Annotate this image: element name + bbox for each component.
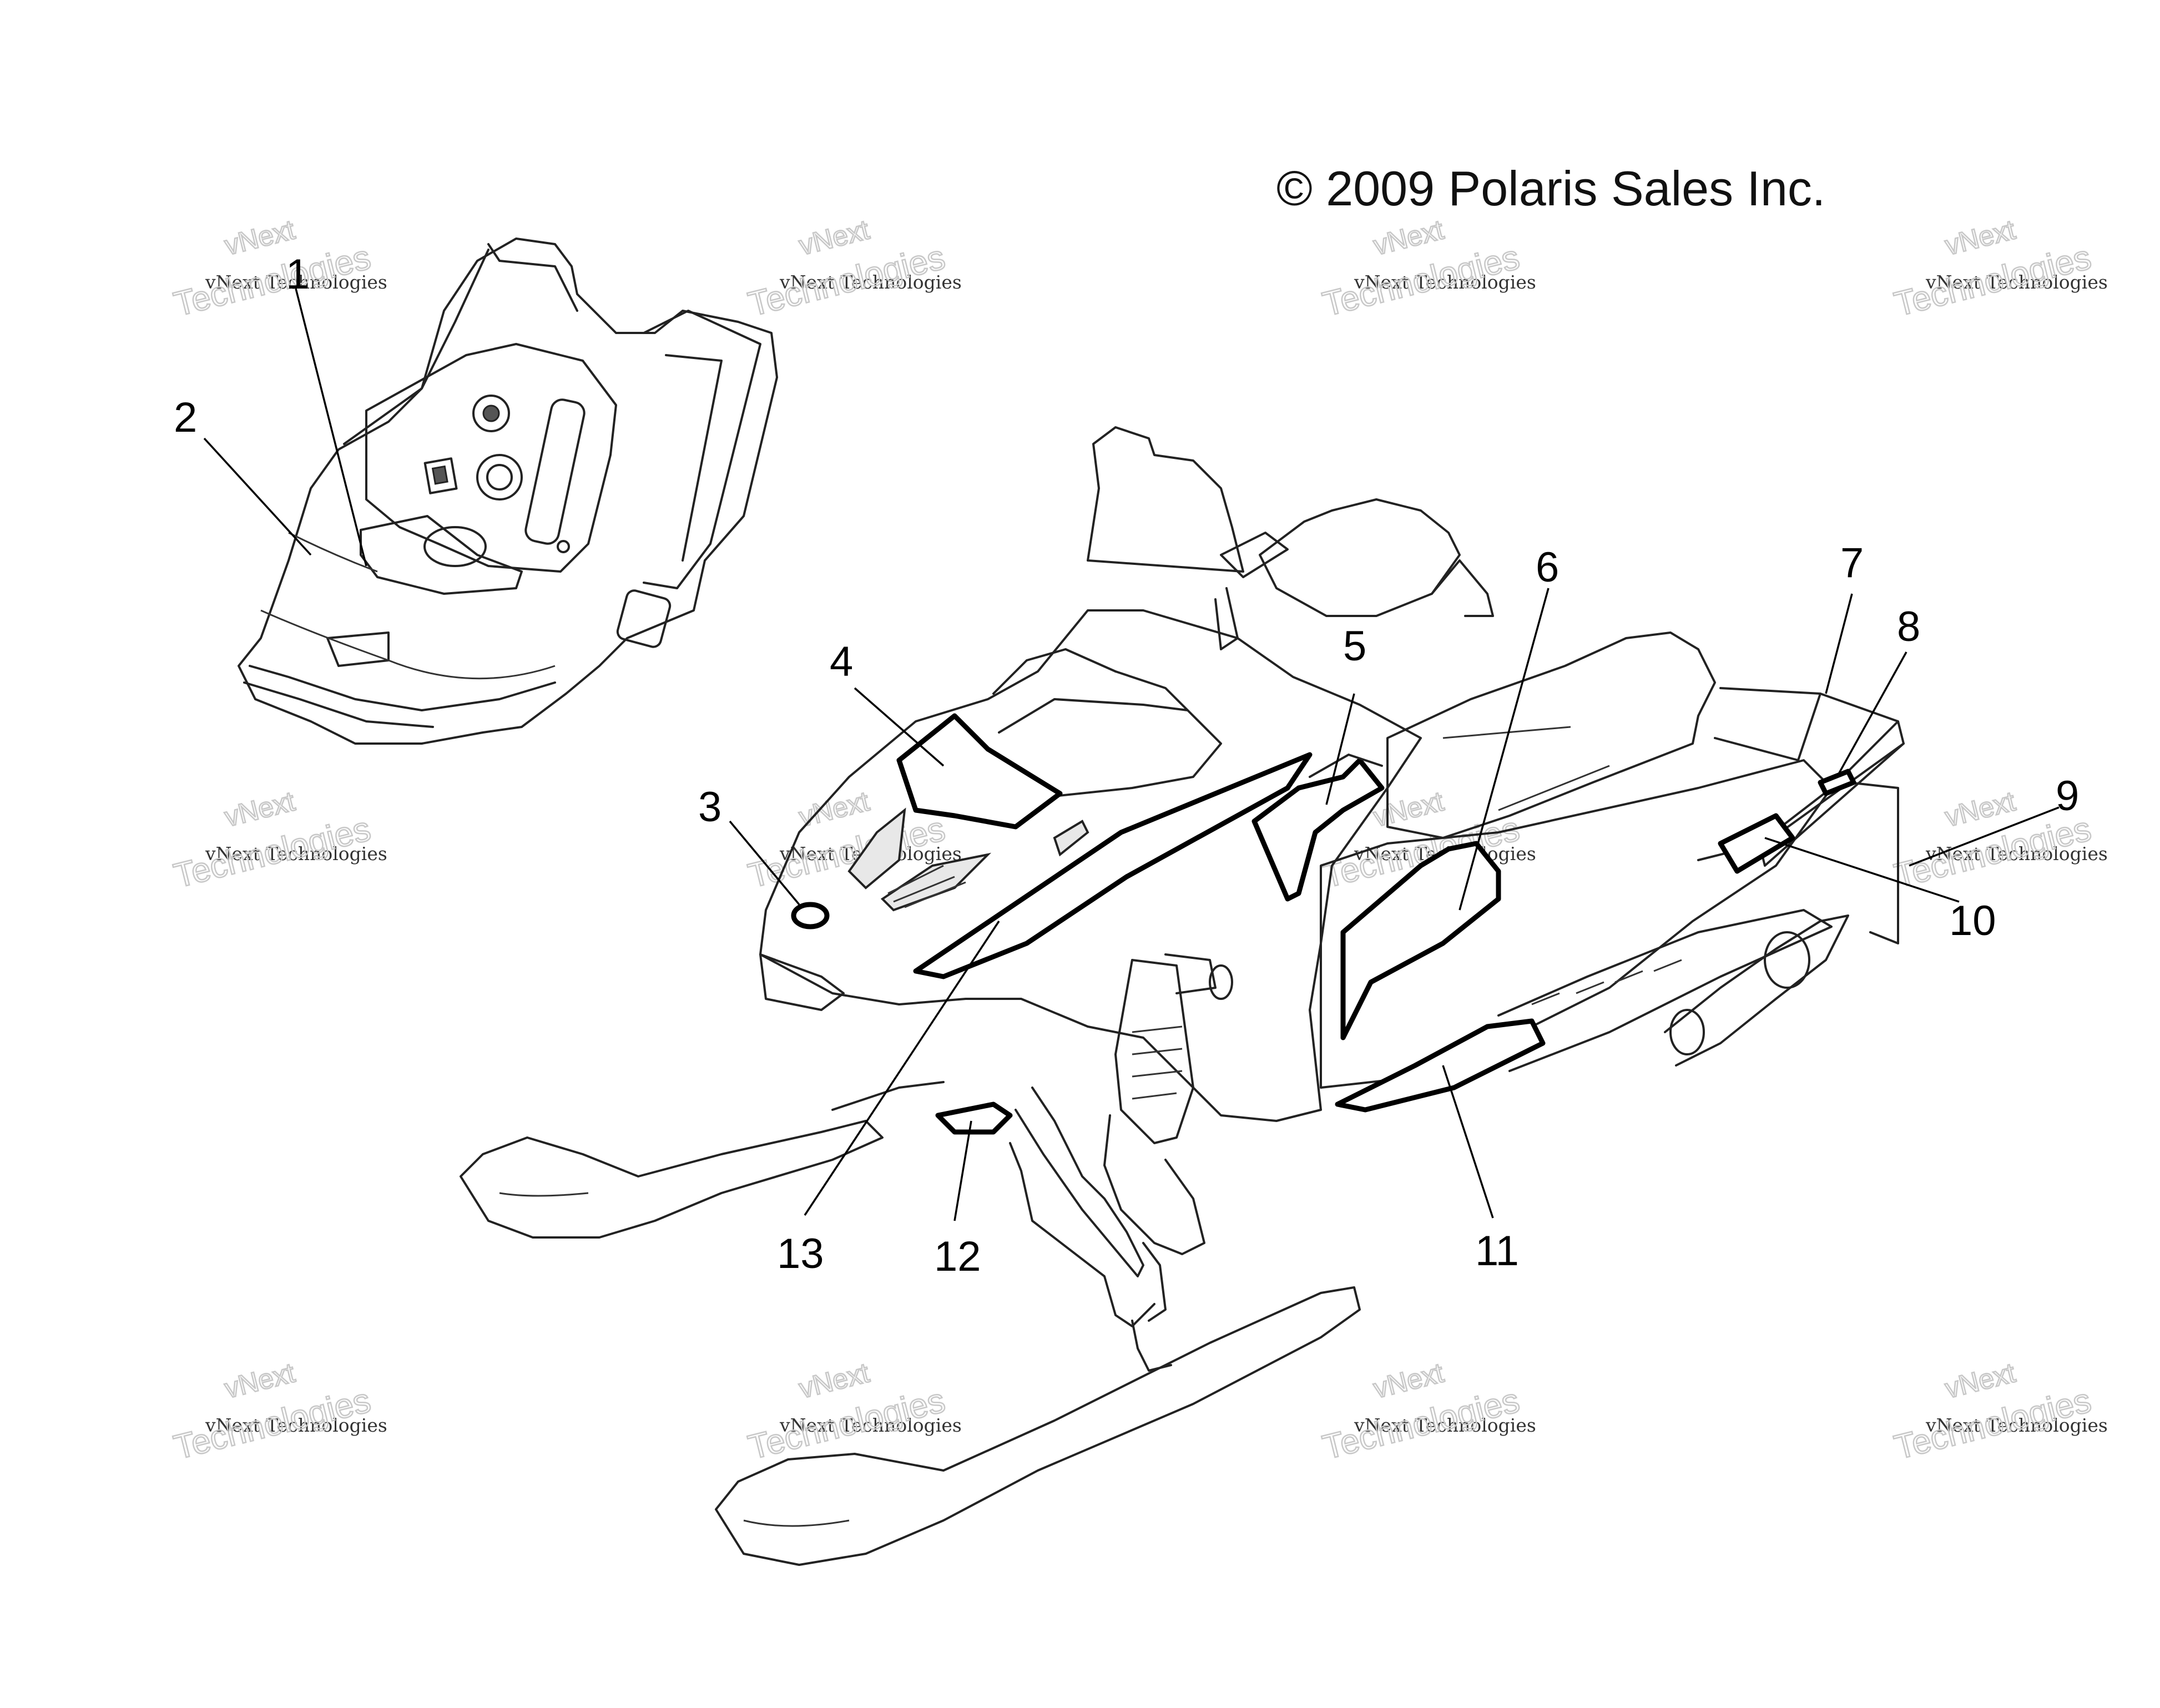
- decal-8: [1818, 769, 1856, 796]
- svg-text:vNext: vNext: [1942, 1357, 2018, 1404]
- svg-text:Technologies: Technologies: [1319, 1381, 1523, 1467]
- decal-11: [1335, 1018, 1546, 1113]
- svg-text:vNext: vNext: [221, 785, 298, 832]
- callout-8: 8: [1897, 603, 1920, 650]
- watermark: vNext vNext Technologies Technologies: [1890, 1356, 2108, 1468]
- svg-text:vNext: vNext: [796, 1357, 872, 1404]
- dash-console-inset: [238, 237, 778, 745]
- decal-10: [1718, 813, 1795, 874]
- callout-13: 13: [777, 1230, 824, 1277]
- ski-right: [715, 1286, 1361, 1566]
- svg-text:Technologies: Technologies: [1891, 1381, 2095, 1467]
- svg-text:vNext Technologies: vNext Technologies: [1925, 1414, 2108, 1436]
- svg-text:vNext: vNext: [1370, 1357, 1447, 1404]
- watermark: vNext vNext Technologies Technologies: [744, 213, 962, 325]
- svg-text:Technologies: Technologies: [1891, 810, 2095, 896]
- callout-6: 6: [1536, 544, 1559, 591]
- svg-text:vNext Technologies: vNext Technologies: [205, 843, 387, 865]
- svg-text:Technologies: Technologies: [170, 810, 375, 896]
- watermark: vNext vNext Technologies Technologies: [169, 1356, 387, 1468]
- svg-text:vNext Technologies: vNext Technologies: [779, 1414, 962, 1436]
- callout-7: 7: [1840, 539, 1864, 587]
- svg-text:Technologies: Technologies: [745, 238, 949, 324]
- callout-5: 5: [1343, 623, 1366, 670]
- svg-text:Technologies: Technologies: [1319, 238, 1523, 324]
- svg-text:vNext Technologies: vNext Technologies: [1354, 1414, 1536, 1436]
- watermark: vNext vNext Technologies Technologies: [169, 213, 387, 325]
- svg-text:Technologies: Technologies: [1891, 238, 2095, 324]
- decal-13: [913, 752, 1313, 979]
- callout-labels: 1 2 3 4 5 6 7 8 9 10 11 12 13: [174, 251, 2079, 1280]
- callout-4: 4: [830, 638, 853, 685]
- callout-11: 11: [1475, 1227, 1519, 1275]
- svg-text:vNext: vNext: [1942, 214, 2018, 261]
- decal-5: [1251, 757, 1385, 902]
- watermark: vNext vNext Technologies Technologies: [169, 785, 387, 896]
- snowmobile-drawing: [460, 426, 1905, 1566]
- seat: [1386, 631, 1716, 839]
- watermark: vNext vNext Technologies Technologies: [1318, 213, 1536, 325]
- decal-6: [1340, 841, 1501, 1040]
- hood: [759, 609, 1422, 1122]
- svg-text:vNext Technologies: vNext Technologies: [779, 271, 962, 293]
- callout-2: 2: [174, 394, 197, 441]
- svg-text:vNext Technologies: vNext Technologies: [205, 1414, 387, 1436]
- callout-3: 3: [698, 784, 721, 831]
- callout-1: 1: [286, 251, 309, 298]
- watermark: vNext vNext Technologies Technologies: [744, 1356, 962, 1468]
- callout-10: 10: [1949, 897, 1996, 944]
- svg-text:vNext: vNext: [221, 1357, 298, 1404]
- svg-text:Technologies: Technologies: [170, 238, 375, 324]
- svg-text:vNext: vNext: [796, 214, 872, 261]
- svg-text:vNext Technologies: vNext Technologies: [1354, 271, 1536, 293]
- svg-text:Technologies: Technologies: [170, 1381, 375, 1467]
- watermark: vNext vNext Technologies Technologies: [1318, 1356, 1536, 1468]
- svg-text:vNext: vNext: [1370, 214, 1447, 261]
- decal-12: [935, 1101, 1013, 1135]
- callout-9: 9: [2056, 772, 2079, 820]
- callout-12: 12: [934, 1233, 981, 1280]
- svg-text:vNext: vNext: [1942, 785, 2018, 832]
- windshield: [1087, 426, 1244, 573]
- watermark: vNext vNext Technologies Technologies: [1890, 213, 2108, 325]
- svg-text:vNext Technologies: vNext Technologies: [1925, 843, 2108, 865]
- decal-4: [896, 713, 1063, 830]
- ski-left: [460, 1120, 884, 1239]
- headlight-decal: [791, 902, 830, 929]
- leader-lines: [203, 288, 2060, 1221]
- svg-text:vNext: vNext: [1370, 785, 1447, 832]
- copyright-text: © 2009 Polaris Sales Inc.: [1276, 161, 1825, 216]
- svg-text:vNext Technologies: vNext Technologies: [1925, 271, 2108, 293]
